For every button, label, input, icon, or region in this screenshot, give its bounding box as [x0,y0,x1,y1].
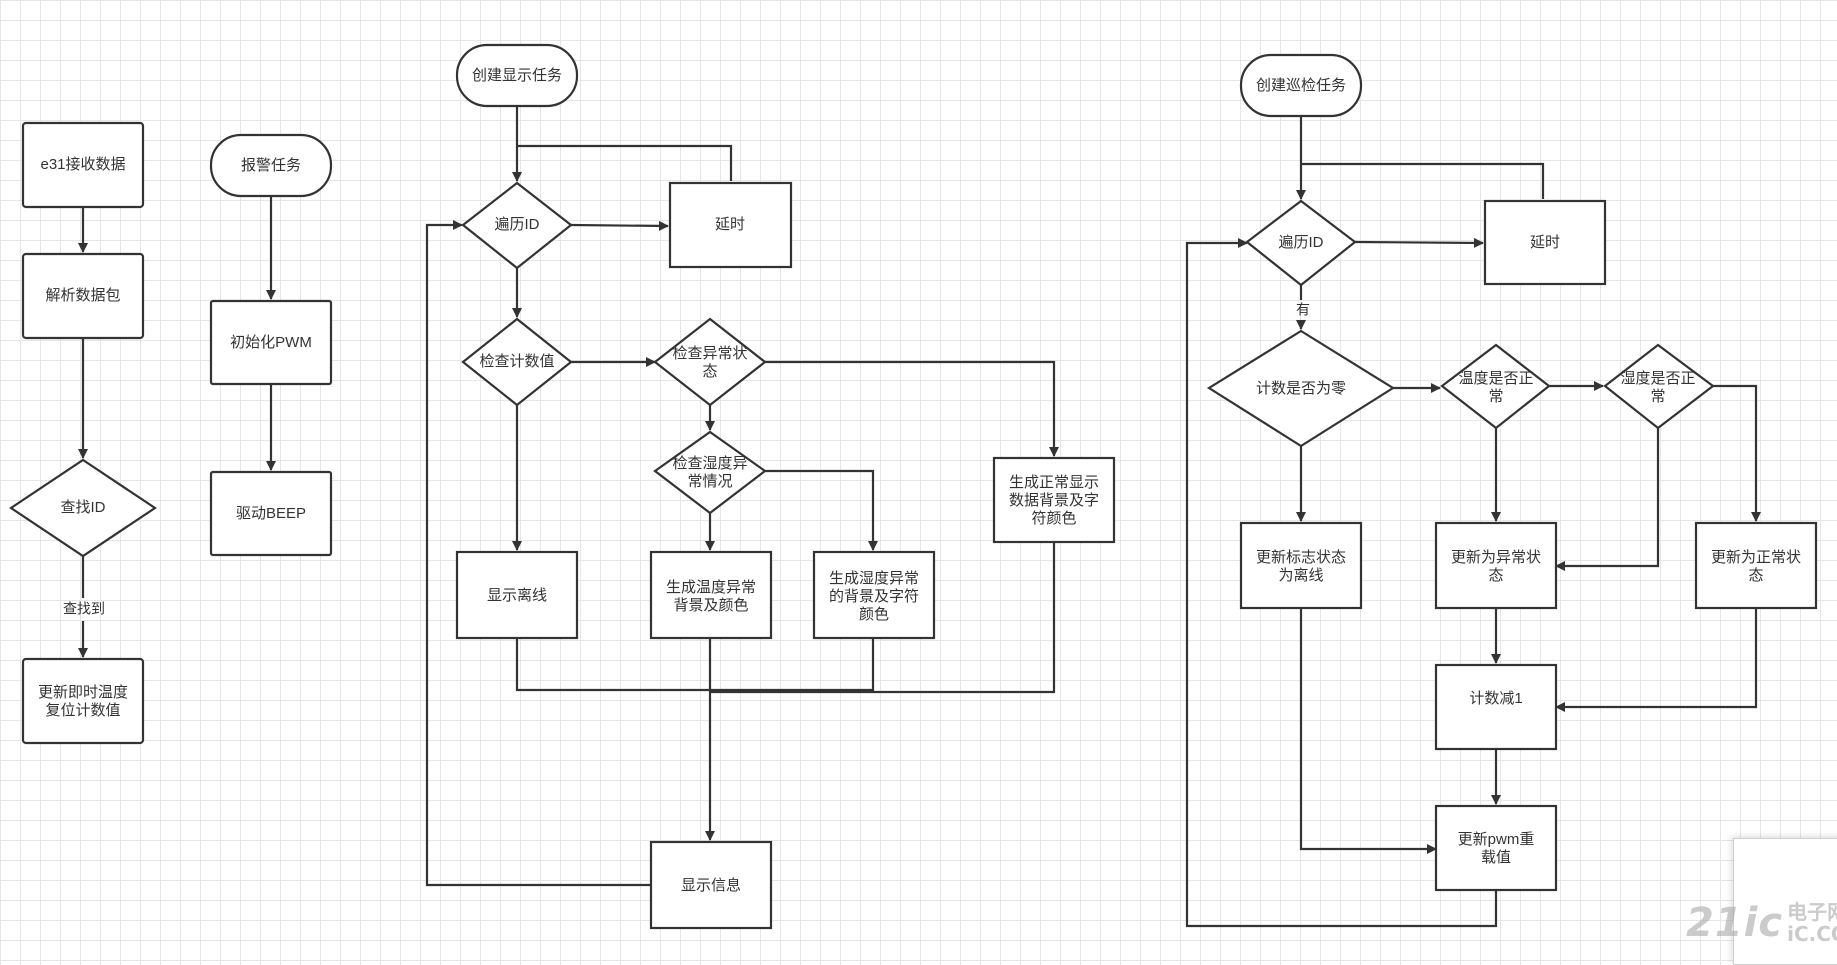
node-check-abnormal: 检查异常状态 [653,317,767,407]
node-gen-hum-bg: 生成湿度异常的背景及字符颜色 [812,550,936,640]
node-find-id: 查找ID [9,458,157,558]
watermark-logo: 21ic 电子网 iC.COM [1686,900,1837,946]
watermark-line2: iC.COM [1787,922,1837,946]
edge-hum-to-abnormal [1555,428,1660,571]
node-count-minus: 计数减1 [1434,663,1558,751]
watermark-line1: 电子网 [1787,900,1837,924]
edge-abnormal-to-normal [765,360,1059,457]
watermark-logo-text: 21ic [1686,900,1784,946]
edge-show-info-loop [425,220,651,887]
edge-label-found: 查找到 [63,601,105,617]
edge-merge-bottom [515,638,875,692]
node-check-count: 检查计数值 [461,317,573,407]
watermark-sub: 电子网 iC.COM [1787,901,1837,945]
node-create-display-task: 创建显示任务 [455,43,579,108]
node-create-patrol-task-label: 创建巡检任务 [1256,77,1346,94]
node-gen-temp-bg: 生成温度异常背景及颜色 [649,550,773,640]
edge-hum-to-normal [1713,384,1761,522]
node-p-traverse-id-label: 遍历ID [1278,234,1323,251]
node-p-delay: 延时 [1483,199,1607,286]
node-create-display-task-label: 创建显示任务 [472,67,562,84]
node-update-normal: 更新为正常状态 [1694,521,1818,610]
node-count-minus-label: 计数减1 [1469,690,1522,707]
node-update-pwm: 更新pwm重载值 [1434,804,1558,892]
edges [78,106,1761,928]
node-show-offline-label: 显示离线 [487,587,547,604]
node-gen-normal-label: 生成正常显示数据背景及字符颜色 [1009,474,1099,527]
node-alarm-task: 报警任务 [209,133,333,198]
edge-normal-to-merge [710,542,1056,694]
node-hum-normal: 湿度是否正常 [1603,343,1715,430]
node-temp-normal: 温度是否正常 [1440,343,1551,430]
node-show-info: 显示信息 [649,840,773,930]
node-d-traverse-id-label: 遍历ID [494,216,539,233]
node-d-delay: 延时 [668,181,793,269]
node-init-pwm: 初始化PWM [209,299,333,386]
node-e31-receive: e31接收数据 [21,121,145,209]
node-count-zero-label: 计数是否为零 [1256,380,1346,397]
node-gen-normal: 生成正常显示数据背景及字符颜色 [992,456,1116,544]
node-drive-beep-label: 驱动BEEP [236,505,306,522]
node-check-humidity: 检查湿度异常情况 [653,430,767,515]
node-update-abnormal-label: 更新为异常状态 [1451,549,1541,584]
node-e31-receive-label: e31接收数据 [40,156,125,173]
node-drive-beep: 驱动BEEP [209,470,333,557]
node-update-normal-label: 更新为正常状态 [1711,549,1801,584]
node-p-delay-label: 延时 [1530,234,1560,251]
edge-flag-to-pwm [1299,608,1437,854]
node-check-count-label: 检查计数值 [479,353,554,370]
edge-normal-to-count-minus [1555,608,1758,712]
node-alarm-task-label: 报警任务 [241,157,301,174]
node-update-temp: 更新即时温度复位计数值 [21,657,145,745]
node-update-pwm-label: 更新pwm重载值 [1458,831,1535,866]
node-d-delay-label: 延时 [715,216,745,233]
node-show-offline: 显示离线 [455,550,579,640]
node-init-pwm-label: 初始化PWM [230,334,312,351]
node-update-temp-label: 更新即时温度复位计数值 [38,684,128,719]
edge-pwm-loop [1185,238,1498,928]
node-parse-packet: 解析数据包 [21,252,145,340]
node-show-info-label: 显示信息 [681,877,741,894]
node-update-abnormal: 更新为异常状态 [1434,521,1558,610]
corner-panel [1733,838,1837,965]
node-hum-normal-label: 湿度是否正常 [1620,370,1695,405]
node-create-patrol-task: 创建巡检任务 [1239,53,1363,118]
node-update-flag-offline-label: 更新标志状态为离线 [1256,549,1346,584]
edge-label-has: 有 [1296,302,1310,318]
node-count-zero: 计数是否为零 [1206,329,1396,448]
node-update-flag-offline: 更新标志状态为离线 [1239,521,1363,610]
nodes: e31接收数据 解析数据包 查找ID 查找到 更新即时温度复位计数值 报警任务 … [9,43,1818,930]
edge-humidity-to-hum-bg [765,469,878,551]
node-find-id-label: 查找ID [60,499,105,516]
node-gen-temp-bg-label: 生成温度异常背景及颜色 [666,579,756,614]
edge-p-traverse-to-delay [1354,237,1484,248]
node-check-abnormal-label: 检查异常状态 [672,345,747,380]
edge-delay-loop-back [517,144,733,181]
node-parse-packet-label: 解析数据包 [45,287,120,304]
node-p-traverse-id: 遍历ID [1245,199,1357,287]
node-d-traverse-id: 遍历ID [461,181,573,270]
edge-traverse-to-delay [570,220,669,231]
node-check-humidity-label: 检查湿度异常情况 [672,455,747,490]
node-temp-normal-label: 温度是否正常 [1458,370,1533,405]
node-gen-hum-bg-label: 生成湿度异常的背景及字符颜色 [829,570,919,623]
edge-p-delay-loop-back [1301,162,1545,199]
